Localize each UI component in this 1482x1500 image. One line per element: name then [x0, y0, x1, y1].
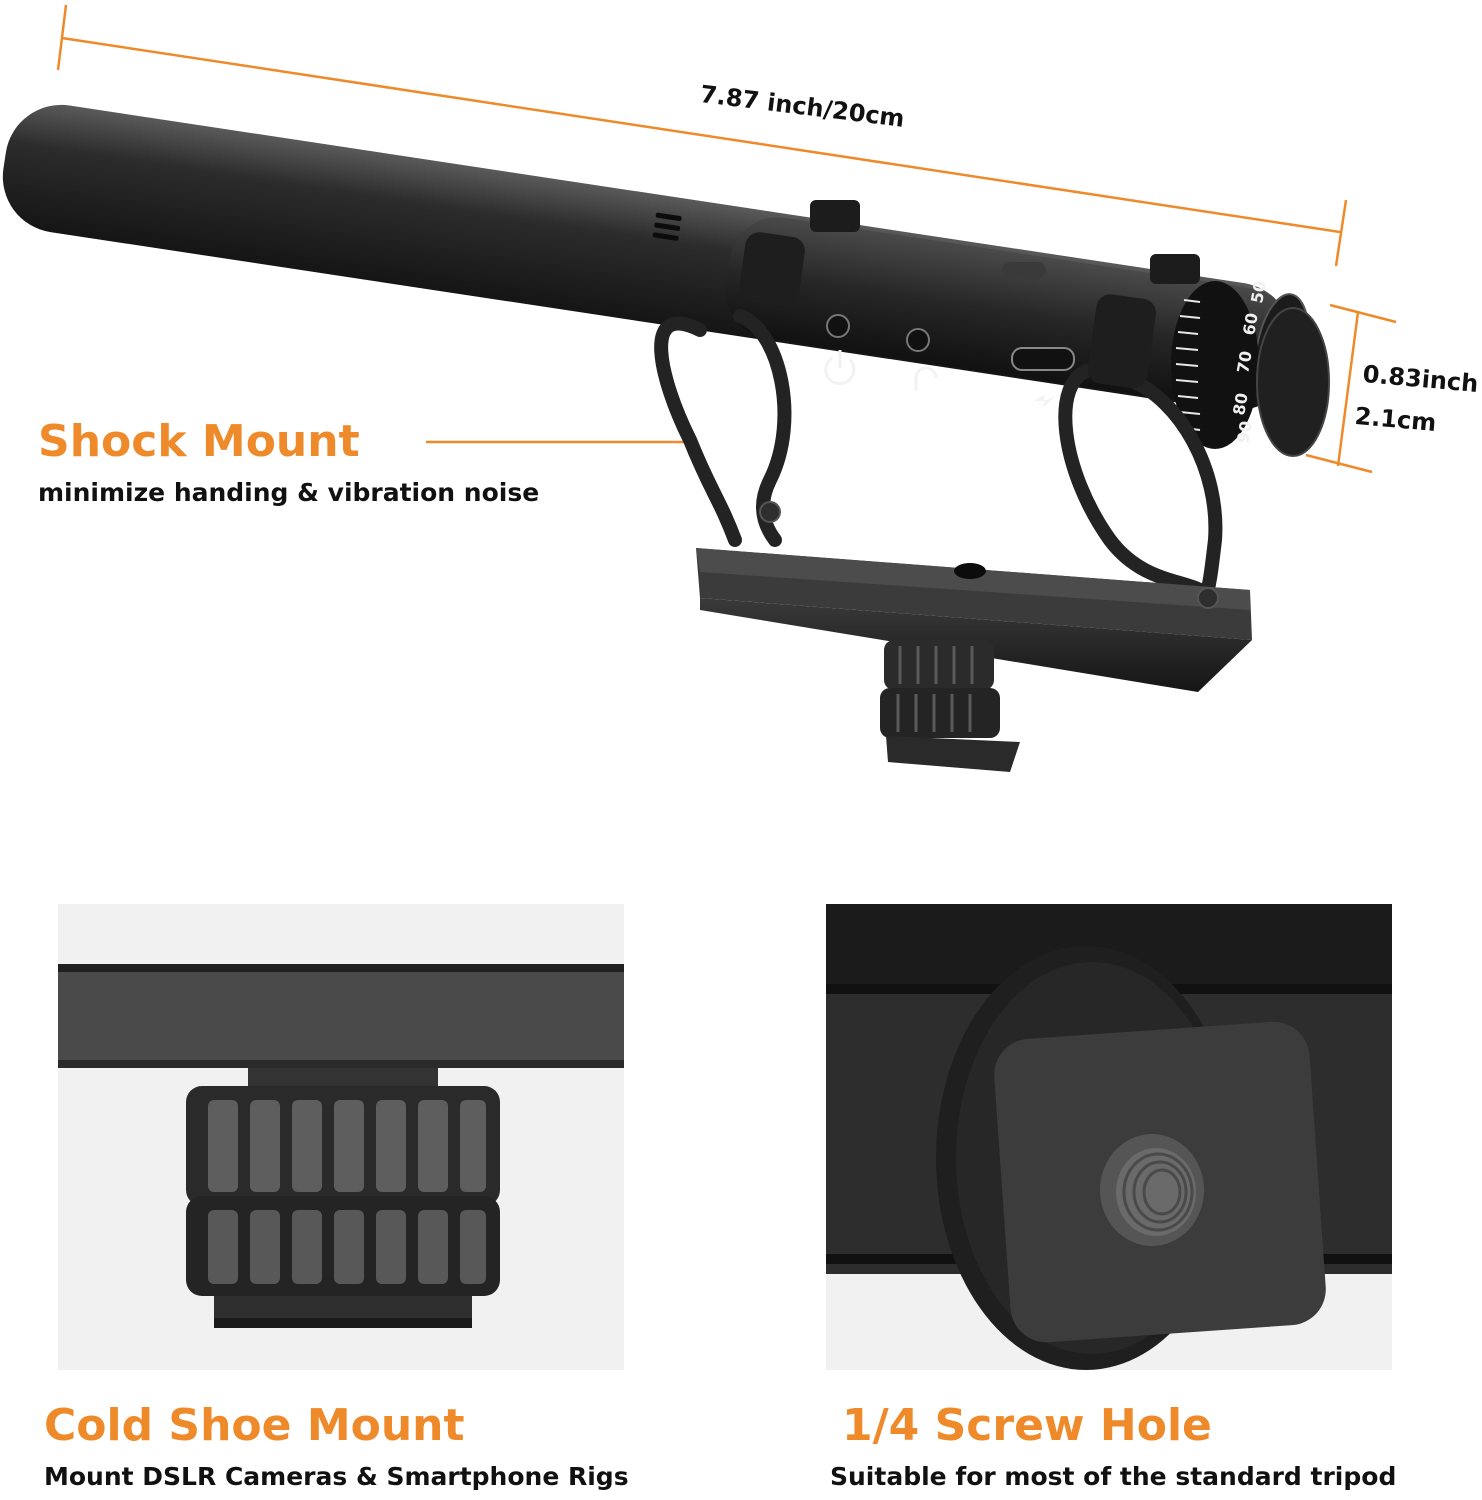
- mode-switch[interactable]: [1002, 262, 1046, 278]
- headphone-icon: [914, 366, 938, 390]
- power-jack[interactable]: [826, 314, 850, 338]
- shock-mount-title: Shock Mount: [38, 416, 360, 467]
- front-clip: [739, 232, 805, 307]
- cold-shoe-adapter: [880, 640, 1020, 772]
- locking-nut-lower: [186, 1196, 500, 1296]
- microphone-product-image: 50 60 70 80 90: [2, 4, 1397, 772]
- screw-hole-subtitle: Suitable for most of the standard tripod: [830, 1462, 1397, 1491]
- charge-icon: [1032, 394, 1056, 408]
- dial-label-90: 90: [1233, 419, 1256, 444]
- usb-c-port-icon[interactable]: [1011, 347, 1075, 371]
- screw-hole: [1100, 1134, 1204, 1246]
- cold-shoe-closeup-panel: [58, 904, 624, 1370]
- headphone-jack[interactable]: [906, 328, 930, 352]
- dial-label-70: 70: [1233, 349, 1256, 374]
- rear-clip: [1087, 294, 1157, 389]
- dial-label-50: 50: [1247, 279, 1270, 304]
- cold-shoe-title: Cold Shoe Mount: [44, 1400, 465, 1451]
- diameter-dimension-line: [1305, 303, 1397, 474]
- dial-label-60: 60: [1239, 311, 1262, 336]
- locking-nut-upper: [186, 1086, 500, 1206]
- dial-label-80: 80: [1229, 391, 1252, 416]
- screw-hole-title: 1/4 Screw Hole: [842, 1400, 1212, 1451]
- shock-mount: [654, 309, 1223, 607]
- gain-dial[interactable]: [1171, 281, 1330, 457]
- gain-dial-labels: 50 60 70 80 90: [1229, 279, 1270, 444]
- cold-shoe-subtitle: Mount DSLR Cameras & Smartphone Rigs: [44, 1462, 629, 1491]
- length-dimension-line: [56, 4, 1348, 267]
- power-icon: [824, 350, 856, 386]
- control-panel: [824, 262, 1075, 408]
- shock-mount-subtitle: minimize handing & vibration noise: [38, 478, 540, 507]
- screw-hole-closeup-panel: [826, 904, 1392, 1370]
